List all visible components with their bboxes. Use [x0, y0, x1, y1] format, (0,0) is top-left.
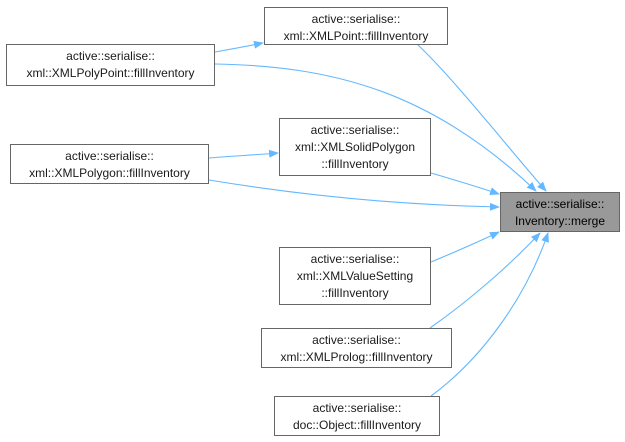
node-xmlprolog-fillinventory[interactable]: active::serialise:: xml::XMLProlog::fill…	[261, 328, 452, 368]
node-docobject-fillinventory[interactable]: active::serialise:: doc::Object::fillInv…	[274, 396, 440, 436]
node-line: Inventory::merge	[514, 214, 606, 228]
node-line: active::serialise::	[310, 123, 400, 137]
node-line: xml::XMLPolyPoint::fillInventory	[26, 66, 195, 80]
node-xmlvaluesetting-fillinventory[interactable]: active::serialise:: xml::XMLValueSetting…	[279, 247, 431, 305]
edge-xmlprolog-to-target	[429, 232, 541, 329]
node-line: active::serialise::	[311, 12, 401, 26]
node-line: active::serialise::	[515, 197, 605, 211]
node-line: active::serialise::	[312, 401, 402, 415]
edge-xmlpoint-to-target	[417, 44, 547, 192]
node-xmlpolypoint-fillinventory[interactable]: active::serialise:: xml::XMLPolyPoint::f…	[6, 44, 215, 86]
node-line: ::fillInventory	[321, 286, 389, 300]
node-inventory-merge[interactable]: active::serialise:: Inventory::merge	[500, 192, 620, 232]
node-line: xml::XMLProlog::fillInventory	[280, 350, 433, 364]
node-line: active::serialise::	[310, 252, 400, 266]
node-line: active::serialise::	[312, 333, 401, 347]
edge-xmlpolygon-to-target	[208, 179, 500, 211]
node-xmlsolidpolygon-fillinventory[interactable]: active::serialise:: xml::XMLSolidPolygon…	[279, 118, 431, 176]
edge-docobject-to-target	[430, 232, 549, 397]
node-line: doc::Object::fillInventory	[292, 418, 422, 432]
node-line: active::serialise::	[65, 149, 154, 163]
node-line: xml::XMLPolygon::fillInventory	[29, 166, 190, 180]
node-line: xml::XMLValueSetting	[296, 269, 414, 283]
node-line: xml::XMLSolidPolygon	[294, 140, 416, 154]
node-line: active::serialise::	[66, 49, 155, 63]
edge-xmlpolygon-to-xmlsolidpolygon	[208, 149, 279, 159]
edge-xmlvaluesetting-to-target	[430, 231, 500, 263]
edge-xmlpolypoint-to-target	[214, 63, 537, 192]
node-line: xml::XMLPoint::fillInventory	[283, 29, 429, 43]
node-line: ::fillInventory	[321, 157, 389, 171]
edge-xmlpolypoint-to-xmlpoint	[214, 40, 264, 53]
node-xmlpolygon-fillinventory[interactable]: active::serialise:: xml::XMLPolygon::fil…	[10, 144, 209, 184]
edge-xmlsolidpolygon-to-target	[430, 172, 500, 195]
node-xmlpoint-fillinventory[interactable]: active::serialise:: xml::XMLPoint::fillI…	[264, 7, 448, 45]
